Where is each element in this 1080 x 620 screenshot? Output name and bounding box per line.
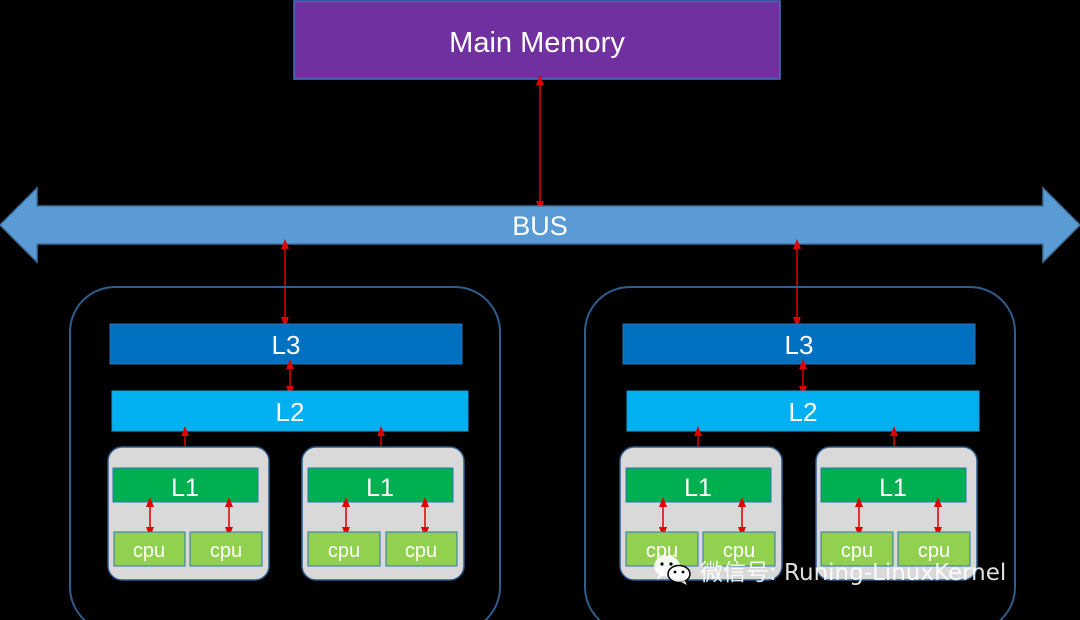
core-group: L1 cpu cpu (815, 446, 978, 581)
watermark: 微信号: Runing-LinuxKernel (652, 552, 1006, 588)
cpu-box (897, 531, 971, 567)
cpu-label: cpu (133, 540, 165, 562)
main-memory-label: Main Memory (449, 27, 625, 59)
cluster-right: L3 L2 L1 cpu cpu L1 cp (584, 286, 1016, 620)
cpu-label: cpu (405, 540, 437, 562)
l1-cache (625, 467, 772, 503)
wechat-icon (654, 555, 691, 585)
cpu-box (385, 531, 458, 567)
cpu-box (702, 531, 776, 567)
cpu-box (820, 531, 894, 567)
core-group: L1 cpu cpu (301, 446, 465, 581)
cpu-label: cpu (210, 540, 242, 562)
bus-arrow: BUS (0, 186, 1080, 264)
bus-label: BUS (512, 211, 568, 241)
l1-cache (820, 467, 967, 503)
l1-label: L1 (684, 474, 712, 502)
l3-cache-right: L3 (622, 323, 976, 365)
cpu-box (189, 531, 263, 567)
cluster-left: L3 L2 L1 cpu cpu L1 cp (69, 286, 501, 620)
cpu-label: cpu (918, 540, 950, 562)
l1-label: L1 (171, 474, 199, 502)
main-memory-box: Main Memory (293, 0, 781, 80)
core-group: L1 cpu cpu (619, 446, 783, 581)
cpu-label: cpu (841, 540, 873, 562)
l3-label: L3 (785, 330, 814, 360)
l3-cache-left: L3 (109, 323, 463, 365)
cpu-box (113, 531, 186, 567)
l2-label: L2 (789, 397, 818, 427)
l2-label: L2 (276, 397, 305, 427)
l1-label: L1 (366, 474, 394, 502)
l3-label: L3 (272, 330, 301, 360)
l1-label: L1 (879, 474, 907, 502)
l2-cache-right: L2 (626, 390, 980, 432)
core-group: L1 cpu cpu (107, 446, 270, 581)
l1-cache (307, 467, 454, 503)
cpu-label: cpu (723, 540, 755, 562)
l2-cache-left: L2 (111, 390, 469, 432)
l1-cache (112, 467, 259, 503)
watermark-text: 微信号: Runing-LinuxKernel (700, 560, 1007, 586)
cpu-label: cpu (328, 540, 360, 562)
cpu-box (307, 531, 381, 567)
